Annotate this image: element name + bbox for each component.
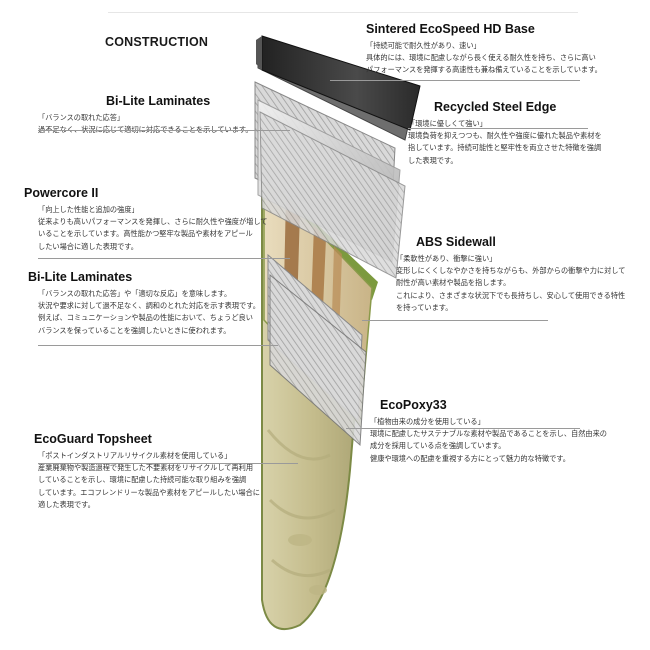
layer-name: EcoGuard Topsheet [34,432,152,446]
layer-desc-line: 指しています。持続可能性と堅牢性を両立させた特徴を強調 [408,143,602,153]
layer-name: Bi-Lite Laminates [106,94,211,108]
layer-subtitle: 「ポストインダストリアルリサイクル素材を使用している」 [38,451,232,460]
layer-desc-line: 環境に配慮したサステナブルな素材や製品であることを示し、自然由来の [370,429,607,439]
layer-desc-line: した表現です。 [408,155,458,165]
page-title: CONSTRUCTION [105,35,209,49]
annotation-sidewall: ABS Sidewall 「柔軟性があり、衝撃に強い」 変形しにくくしなやかさを… [396,235,625,314]
layer-name: EcoPoxy33 [380,398,447,412]
layer-desc-line: 従来よりも高いパフォーマンスを発揮し、さらに耐久性や強度が増して [38,217,268,227]
layer-desc-line: 変形しにくくしなやかさを持ちながらも、外部からの衝撃や力に対して [396,266,626,276]
layer-desc-line: バランスを保っていることを強調したいときに使われます。 [38,325,231,335]
layer-desc-line: 過不足なく、状況に応じて適切に対応できることを示しています。 [38,124,253,136]
layer-desc-line: 例えば、コミュニケーションや製品の性能において、ちょうど良い [38,313,253,323]
annotation-edge: Recycled Steel Edge 「環境に優しくて強い」 環境負荷を抑えつ… [408,100,602,167]
layer-subtitle: 「持続可能で耐久性があり、速い」 [366,41,481,50]
leader-line-laminates-2 [38,345,278,346]
layer-name: ABS Sidewall [416,235,496,249]
layer-desc-line: 適した表現です。 [38,499,95,509]
annotation-core: Powercore II 「向上した性能と追加の強度」 従来よりも高いパフォーマ… [24,186,268,253]
annotation-laminates-2: Bi-Lite Laminates 「バランスの取れた応答」や「適切な反応」を意… [28,270,260,337]
layer-name: Bi-Lite Laminates [28,270,133,284]
upper-laminates-layer [254,81,406,279]
layer-desc-line: 産業廃棄物や製造過程で発生した不要素材をリサイクルして再利用 [38,463,254,473]
layer-desc-line: 成分を採用している点を強調しています。 [370,441,506,451]
layer-desc-line: 状況や要求に対して過不足なく、調和のとれた対応を示す表現です。 [38,301,260,311]
leader-line-laminates-1 [38,130,290,131]
layer-subtitle: 「バランスの取れた応答」 [38,113,125,122]
layer-subtitle: 「植物由来の成分を使用している」 [370,417,485,426]
layer-subtitle: 「バランスの取れた応答」や「適切な反応」を意味します。 [38,289,232,298]
layer-desc-line: 環境負荷を抑えつつも、耐久性や強度に優れた製品や素材を [408,131,602,141]
layer-desc-line: いることを示しています。高性能かつ堅牢な製品や素材をアピール [38,229,253,239]
layer-subtitle: 「向上した性能と追加の強度」 [38,205,139,214]
annotation-epoxy: EcoPoxy33 「植物由来の成分を使用している」 環境に配慮したサステナブル… [370,398,607,465]
annotation-base: Sintered EcoSpeed HD Base 「持続可能で耐久性があり、速… [366,22,602,77]
layer-name: Recycled Steel Edge [434,100,557,114]
top-divider [108,12,578,13]
layer-desc-line: 健康や環境への配慮を重視する方にとって魅力的な特徴です。 [370,453,570,463]
layer-desc-line: したい場合に適した表現です。 [38,241,138,251]
layer-subtitle: 「環境に優しくて強い」 [408,119,487,128]
leader-line-sidewall [362,320,548,321]
layer-desc-line: これにより、さまざまな状況下でも長持ちし、安心して使用できる特性 [396,290,626,300]
leader-line-base [330,80,580,81]
leader-line-epoxy [346,428,580,429]
layer-desc-line: パフォーマンスを発揮する高速性も兼ね備えていることを示しています。 [366,65,602,75]
annotation-topsheet: EcoGuard Topsheet 「ポストインダストリアルリサイクル素材を使用… [34,432,260,511]
leader-line-topsheet [38,463,298,464]
lower-laminates-layer [267,253,367,447]
annotation-laminates-1: Bi-Lite Laminates 「バランスの取れた応答」 過不足なく、状況に… [38,94,253,136]
leader-line-core [38,258,290,259]
layer-name: Sintered EcoSpeed HD Base [366,22,535,36]
layer-name: Powercore II [24,186,99,200]
layer-desc-line: していることを示し、環境に配慮した持続可能な取り組みを強調 [38,475,247,485]
layer-desc-line: 耐性が高い素材や製品を指します。 [396,278,511,288]
layer-desc-line: を持っています。 [396,302,453,312]
layer-subtitle: 「柔軟性があり、衝撃に強い」 [396,254,497,263]
layer-desc-line: しています。エコフレンドリーな製品や素材をアピールしたい場合に [38,487,260,497]
layer-desc-line: 具体的には、環境に配慮しながら長く使える耐久性を持ち、さらに高い [366,53,596,63]
leader-line-edge [408,128,588,129]
base-layer [256,35,421,131]
